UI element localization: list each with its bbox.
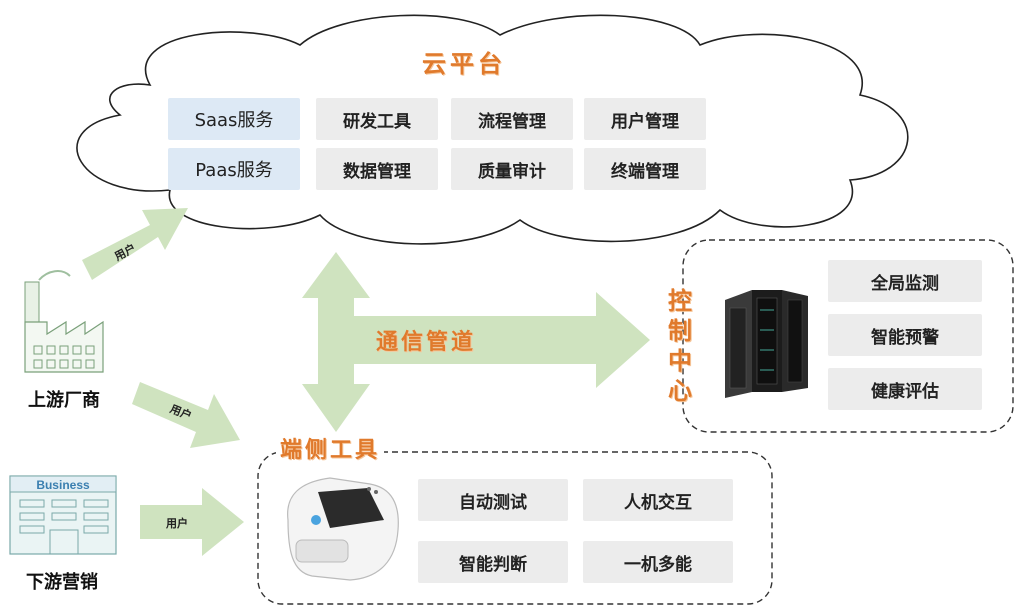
terminal-device-icon: [287, 477, 399, 581]
pipe-arrow: [354, 292, 650, 388]
terminal-box-interaction: 人机交互: [583, 479, 733, 521]
terminal-title: 端侧工具: [276, 432, 385, 464]
terminal-frame: [257, 451, 773, 605]
upstream-label: 上游厂商: [28, 390, 100, 411]
cloud-box-rd-tools: 研发工具: [316, 98, 438, 140]
user-arrow-3-label: 用户: [166, 517, 188, 530]
server-rack-icon: [725, 290, 808, 398]
cloud-box-process: 流程管理: [451, 98, 573, 140]
terminal-box-judgement: 智能判断: [418, 541, 568, 583]
terminal-box-autotest: 自动测试: [418, 479, 568, 521]
vertical-double-arrow: [302, 252, 370, 432]
cloud-title: 云平台: [422, 50, 506, 78]
business-sign: Business: [36, 478, 90, 492]
cloud-box-terminals: 终端管理: [584, 148, 706, 190]
cloud-box-audit: 质量审计: [451, 148, 573, 190]
cloud-box-data: 数据管理: [316, 148, 438, 190]
terminal-box-multifunction: 一机多能: [583, 541, 733, 583]
business-building-icon: [9, 475, 117, 555]
control-center-title: 控 制 中 心: [665, 286, 695, 406]
pipe-label: 通信管道: [376, 330, 477, 355]
cloud-box-users: 用户管理: [584, 98, 706, 140]
control-title-char-2: 制: [668, 317, 692, 345]
cloud-box-saas: Saas服务: [168, 98, 300, 140]
control-title-char-3: 中: [668, 347, 692, 375]
control-box-health: 健康评估: [828, 368, 982, 410]
control-box-monitor: 全局监测: [828, 260, 982, 302]
user-arrow-1: [82, 208, 188, 280]
factory-icon: [24, 270, 104, 373]
control-box-warning: 智能预警: [828, 314, 982, 356]
downstream-label: 下游营销: [26, 572, 98, 593]
cloud-box-paas: Paas服务: [168, 148, 300, 190]
user-arrow-3: [140, 488, 244, 556]
control-title-char-4: 心: [668, 377, 692, 405]
control-title-char-1: 控: [668, 287, 692, 315]
user-arrow-2: [132, 382, 240, 448]
